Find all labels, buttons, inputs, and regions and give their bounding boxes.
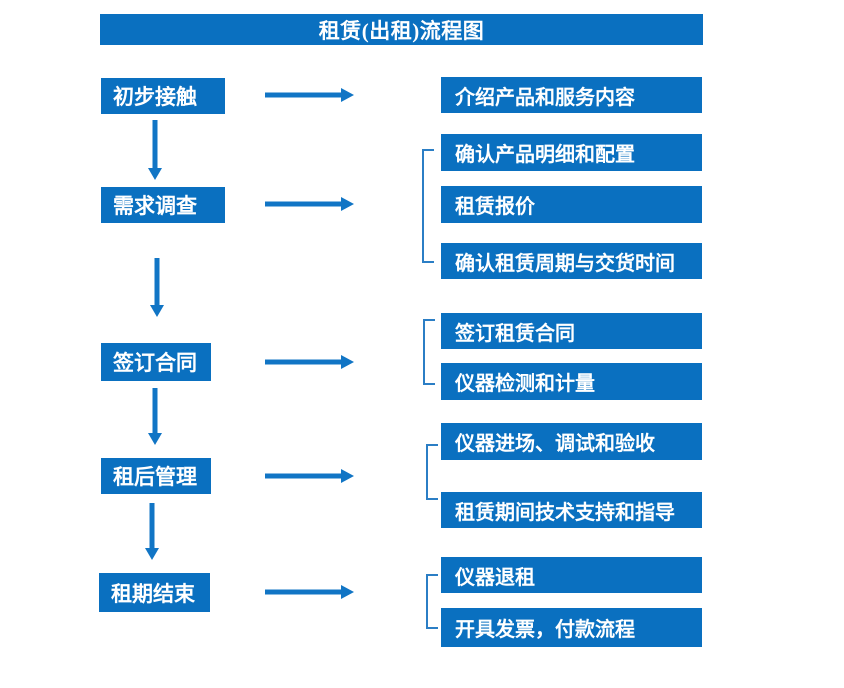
- flow-arrow-right-icon-1: [265, 88, 354, 102]
- group-bracket-icon-step2: [422, 149, 434, 263]
- output-node-introduce-products: 介绍产品和服务内容: [441, 77, 702, 113]
- output-node-sign-rental-contract: 签订租赁合同: [441, 313, 702, 349]
- group-bracket-icon-step4: [426, 444, 438, 500]
- flow-arrow-down-icon-3: [148, 388, 162, 445]
- output-node-rental-quote: 租赁报价: [441, 186, 702, 223]
- step-node-rental-end: 租期结束: [99, 573, 210, 612]
- output-node-confirm-details: 确认产品明细和配置: [441, 134, 702, 171]
- step-node-demand-survey: 需求调查: [101, 187, 225, 223]
- flow-arrow-down-icon-2: [150, 258, 164, 317]
- flow-arrow-right-icon-4: [265, 469, 354, 483]
- output-node-confirm-period-delivery: 确认租赁周期与交货时间: [441, 243, 702, 279]
- flow-arrow-right-icon-2: [265, 197, 354, 211]
- output-node-instrument-testing: 仪器检测和计量: [441, 363, 702, 400]
- group-bracket-icon-step3: [423, 319, 435, 385]
- output-node-tech-support: 租赁期间技术支持和指导: [441, 492, 702, 528]
- output-node-instrument-setup-acceptance: 仪器进场、调试和验收: [441, 423, 702, 460]
- flow-arrow-down-icon-4: [145, 503, 159, 560]
- output-node-instrument-return: 仪器退租: [441, 557, 702, 593]
- step-node-initial-contact: 初步接触: [101, 78, 225, 114]
- group-bracket-icon-step5: [426, 574, 438, 629]
- step-node-sign-contract: 签订合同: [101, 343, 211, 381]
- flow-arrow-down-icon-1: [148, 120, 162, 180]
- flow-arrow-right-icon-5: [265, 585, 354, 599]
- output-node-invoice-payment: 开具发票，付款流程: [441, 608, 702, 647]
- flow-arrow-right-icon-3: [265, 355, 354, 369]
- flowchart-title: 租赁(出租)流程图: [100, 14, 703, 45]
- step-node-post-rental-management: 租后管理: [101, 458, 211, 494]
